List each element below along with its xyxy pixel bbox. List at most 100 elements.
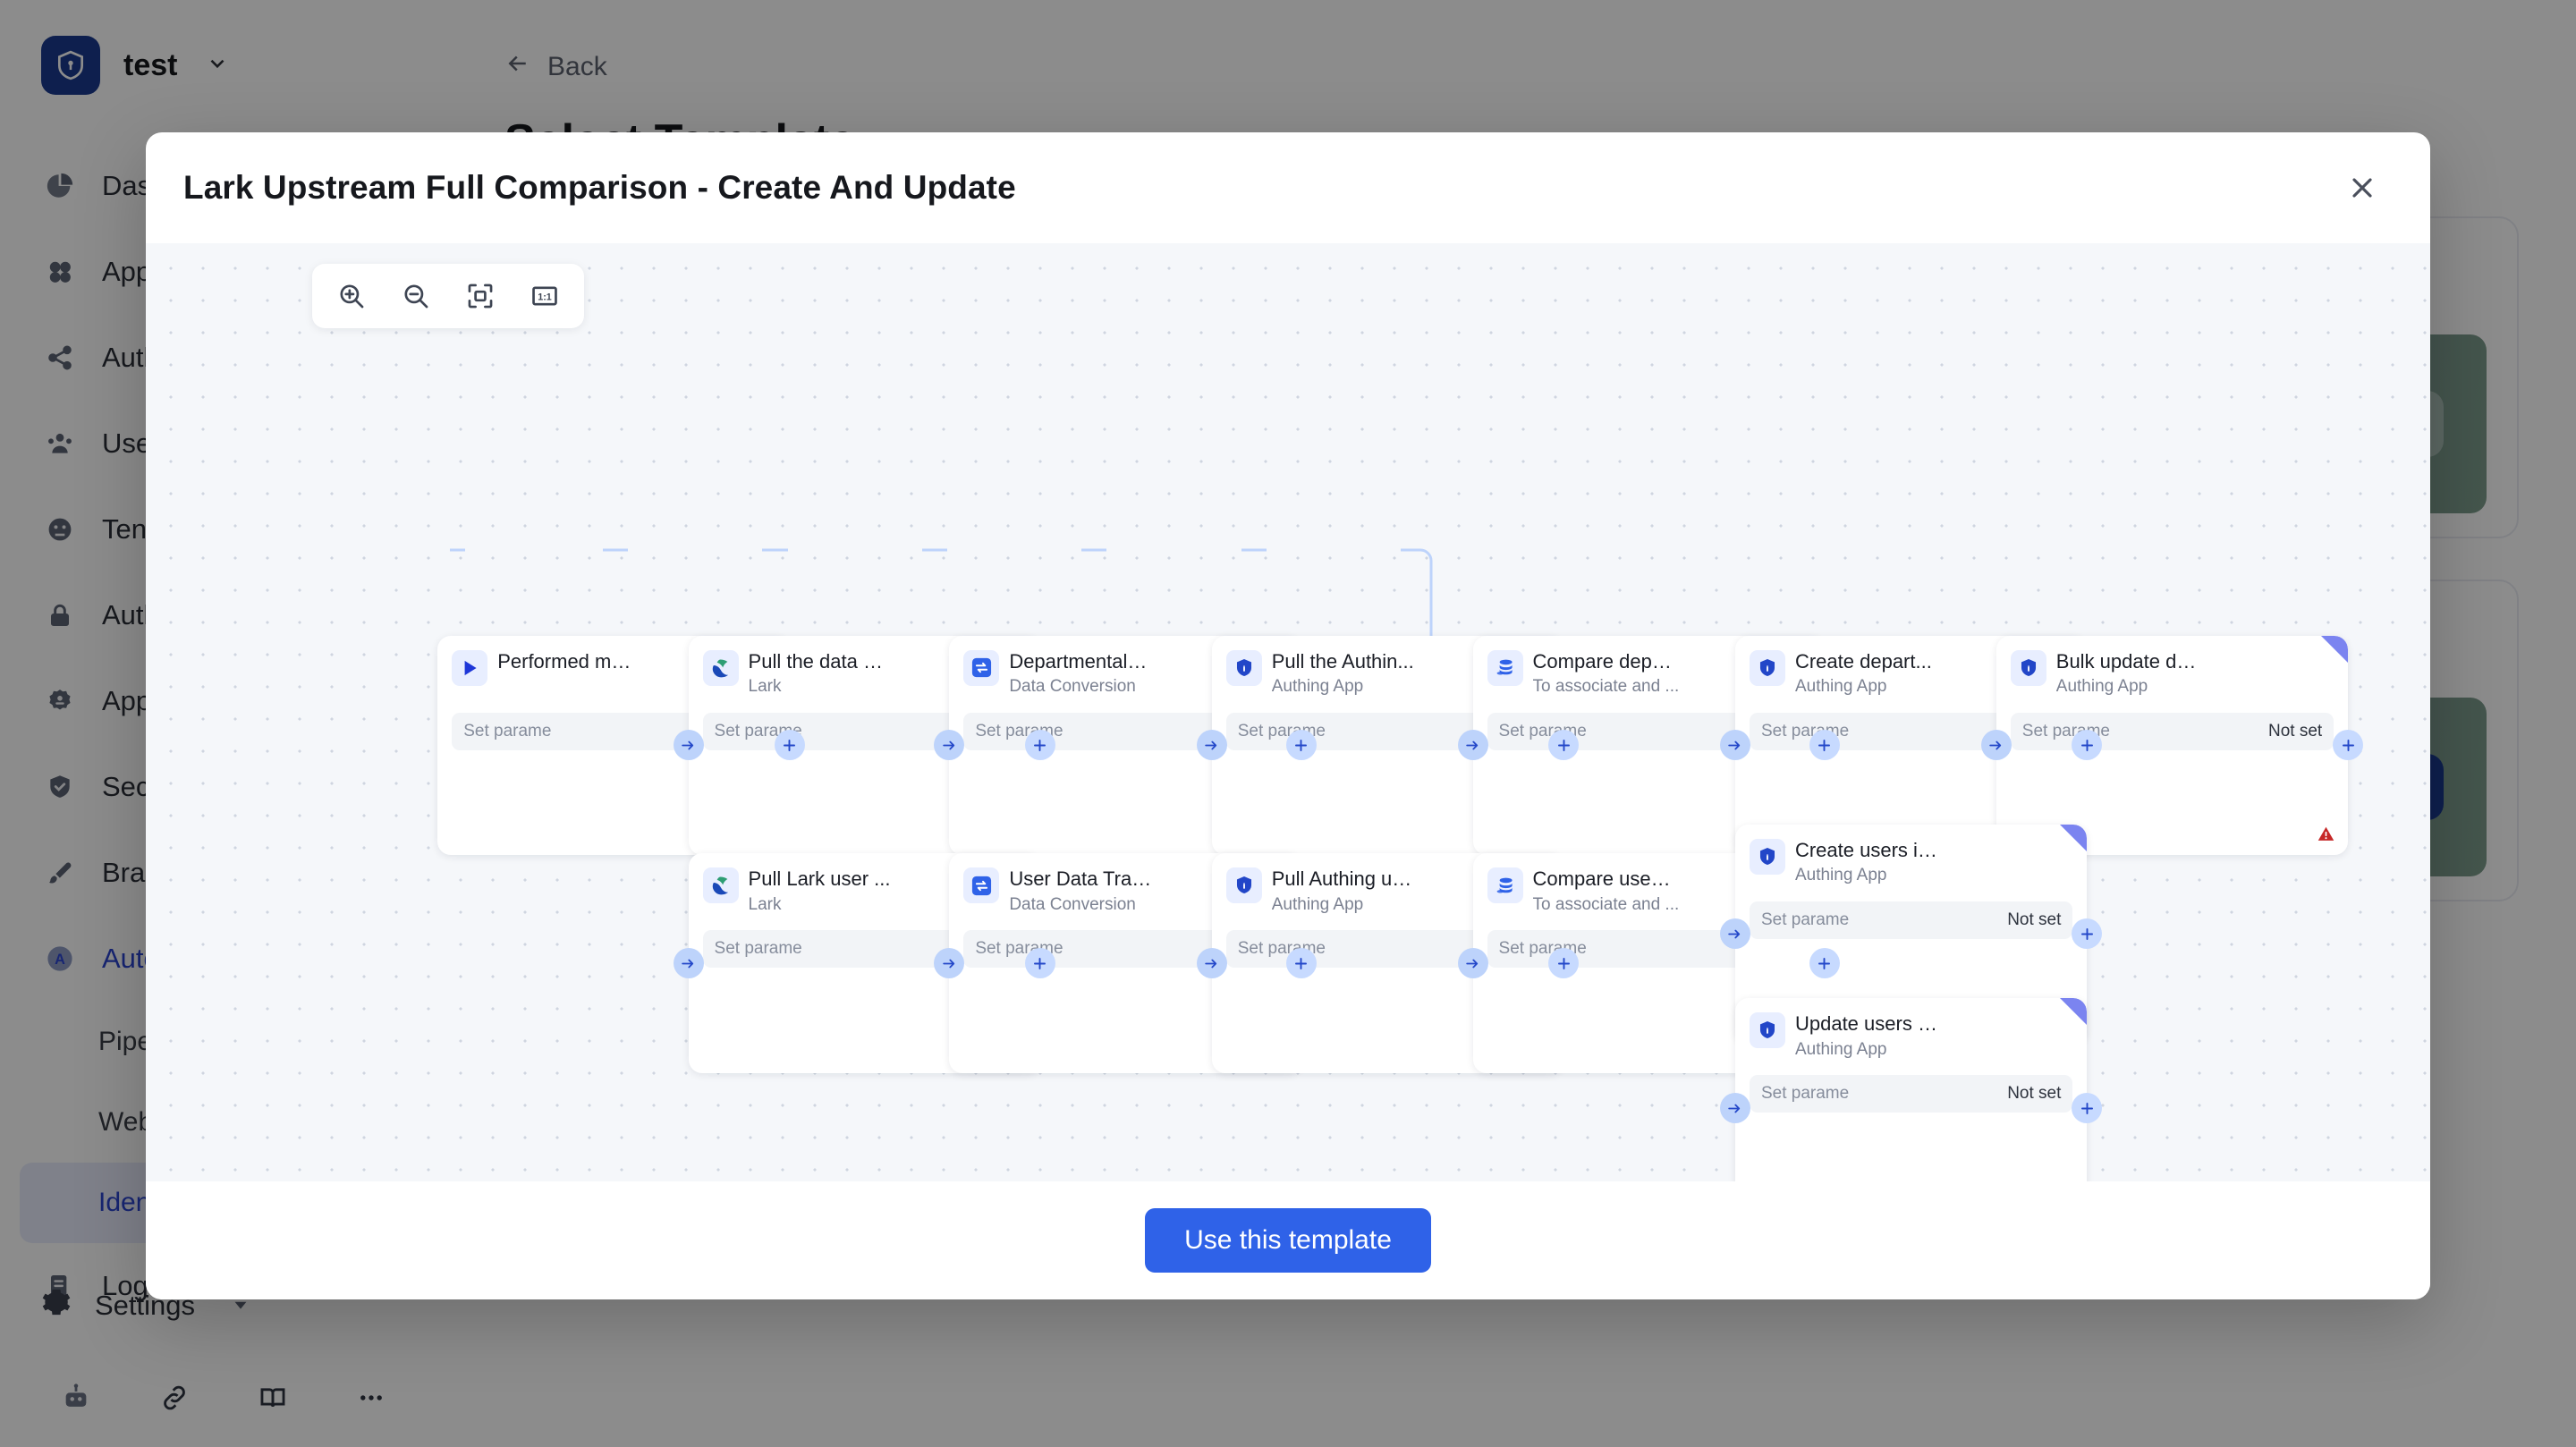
node-input-port[interactable] <box>1457 730 1488 761</box>
lark-icon <box>702 649 739 686</box>
zoom-out-icon[interactable] <box>387 271 445 321</box>
workspace-name: test <box>123 47 178 82</box>
approval-badge-icon <box>41 682 79 720</box>
authing-shield-icon <box>1225 649 1262 686</box>
gear-icon <box>41 1287 72 1324</box>
node-title: Pull Authing us... <box>1271 868 1415 891</box>
node-title: Create depart... <box>1794 650 1932 673</box>
node-add-port[interactable] <box>2072 730 2103 761</box>
modal-title: Lark Upstream Full Comparison - Create A… <box>183 169 1016 206</box>
users-icon <box>41 425 79 462</box>
svg-text:A: A <box>55 952 65 968</box>
node-corner-marker <box>2321 635 2349 663</box>
node-subtitle: Lark <box>748 677 782 697</box>
link-icon[interactable] <box>125 1383 224 1413</box>
node-add-port[interactable] <box>2072 918 2103 950</box>
chevron-down-icon <box>206 52 229 80</box>
node-add-port[interactable] <box>1024 730 1055 761</box>
more-dots-icon[interactable] <box>322 1383 420 1413</box>
template-preview-modal: Lark Upstream Full Comparison - Create A… <box>146 132 2430 1299</box>
node-param-value: Not set <box>2267 721 2323 740</box>
shield-check-icon <box>41 768 79 806</box>
node-subtitle: Authing App <box>1271 895 1364 915</box>
node-input-port[interactable] <box>1719 730 1750 761</box>
zoom-in-icon[interactable] <box>323 271 380 321</box>
node-add-port[interactable] <box>1285 948 1317 979</box>
node-title: Performed man... <box>497 650 641 673</box>
node-add-port[interactable] <box>1809 948 1840 979</box>
node-add-port[interactable] <box>1548 948 1580 979</box>
node-input-port[interactable] <box>934 730 965 761</box>
data-conversion-icon <box>963 649 1000 686</box>
node-param-key: Set parame <box>1760 1084 1850 1104</box>
node-title: Pull the Authin... <box>1271 650 1414 673</box>
node-title: Pull Lark user ... <box>748 868 891 891</box>
node-corner-marker <box>2060 824 2088 851</box>
node-add-port[interactable] <box>2333 730 2364 761</box>
node-add-port[interactable] <box>2072 1093 2103 1124</box>
compare-stack-icon <box>1487 649 1523 686</box>
node-input-port[interactable] <box>1719 1093 1750 1124</box>
brush-icon <box>41 854 79 892</box>
modal-footer: Use this template <box>146 1181 2430 1299</box>
sidebar-quick-icons <box>0 1349 447 1447</box>
node-param-key: Set parame <box>463 721 552 740</box>
automation-a-icon: A <box>41 940 79 977</box>
authing-shield-icon <box>1749 838 1785 875</box>
node-title: Update users i... <box>1794 1013 1938 1036</box>
pie-chart-icon <box>41 167 79 205</box>
back-label: Back <box>547 52 607 81</box>
authing-shield-icon <box>1749 649 1785 686</box>
sidebar-footer: Settings <box>0 1263 447 1447</box>
book-icon[interactable] <box>224 1383 322 1413</box>
node-add-port[interactable] <box>1024 948 1055 979</box>
back-button[interactable]: Back <box>504 50 2519 84</box>
data-conversion-icon <box>963 867 1000 904</box>
node-input-port[interactable] <box>1196 730 1227 761</box>
caret-down-icon <box>231 1290 250 1322</box>
node-subtitle: Lark <box>748 895 782 915</box>
workflow-canvas[interactable]: 1:1 <box>146 243 2430 1181</box>
node-add-port[interactable] <box>1285 730 1317 761</box>
use-template-button[interactable]: Use this template <box>1145 1208 1431 1273</box>
authing-shield-icon <box>1225 867 1262 904</box>
lock-icon <box>41 597 79 634</box>
node-input-port[interactable] <box>673 730 704 761</box>
canvas-toolbar: 1:1 <box>312 264 584 328</box>
node-title: Bulk update de... <box>2055 650 2199 673</box>
node-add-port[interactable] <box>774 730 805 761</box>
node-input-port[interactable] <box>1719 918 1750 950</box>
node-subtitle: Authing App <box>1794 677 1887 697</box>
tenant-icon <box>41 511 79 548</box>
workspace-switcher[interactable]: test <box>0 30 447 100</box>
node-title: User Data Tran... <box>1009 868 1153 891</box>
node-param-value: Not set <box>2007 910 2062 929</box>
fit-screen-icon[interactable] <box>452 271 509 321</box>
authing-shield-icon <box>1749 1012 1785 1049</box>
node-subtitle: Authing App <box>1271 677 1364 697</box>
node-add-port[interactable] <box>1809 730 1840 761</box>
node-param-row[interactable]: Set parame Not set <box>1749 1075 2073 1113</box>
node-subtitle: Data Conversion <box>1009 677 1136 697</box>
sidebar-item-settings[interactable]: Settings <box>0 1263 447 1349</box>
play-trigger-icon <box>452 649 488 686</box>
svg-text:1:1: 1:1 <box>538 292 552 303</box>
node-subtitle: To associate and ... <box>1532 677 1680 697</box>
node-input-port[interactable] <box>1457 948 1488 979</box>
one-to-one-icon[interactable]: 1:1 <box>516 271 573 321</box>
node-input-port[interactable] <box>1980 730 2012 761</box>
authing-shield-icon <box>2010 649 2046 686</box>
robot-icon[interactable] <box>27 1383 125 1413</box>
node-param-value: Not set <box>2007 1084 2062 1104</box>
node-input-port[interactable] <box>934 948 965 979</box>
grid-apps-icon <box>41 253 79 291</box>
node-input-port[interactable] <box>673 948 704 979</box>
node-input-port[interactable] <box>1196 948 1227 979</box>
close-icon[interactable] <box>2335 161 2389 215</box>
node-add-port[interactable] <box>1548 730 1580 761</box>
node-title: Pull the data of... <box>748 650 892 673</box>
